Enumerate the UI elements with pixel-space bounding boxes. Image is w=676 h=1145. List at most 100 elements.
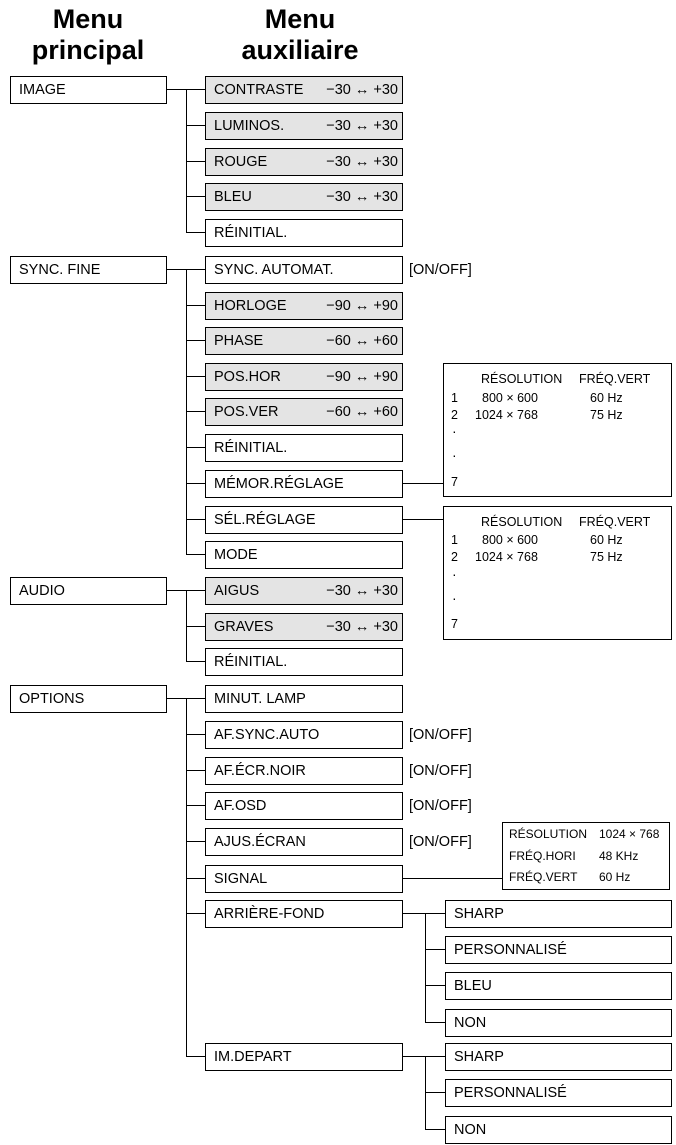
arriere-option-non[interactable]: NON [445,1009,672,1037]
item-arriere-fond[interactable]: ARRIÈRE-FOND [205,900,403,928]
connector [425,949,445,950]
item-label: GRAVES [214,619,274,635]
imdepart-option-non[interactable]: NON [445,1116,672,1144]
connector [186,841,205,842]
connector [186,1056,205,1057]
connector [425,1129,445,1130]
col-freq-vert: FRÉQ.VERT [579,515,651,529]
item-contraste[interactable]: CONTRASTE −30 ↔ +30 [205,76,403,104]
arriere-option-personnalise[interactable]: PERSONNALISÉ [445,936,672,964]
row-freq: 60 Hz [590,391,623,405]
arriere-option-sharp[interactable]: SHARP [445,900,672,928]
item-graves[interactable]: GRAVES −30 ↔ +30 [205,613,403,641]
connector [186,805,205,806]
memor-resolution-table: RÉSOLUTION FRÉQ.VERT 1 800 × 600 60 Hz 2… [443,363,672,497]
connector [186,626,205,627]
range-value: −30 ↔ +30 [326,583,398,599]
connector [186,913,205,914]
item-luminos[interactable]: LUMINOS. −30 ↔ +30 [205,112,403,140]
item-af-ecr-noir[interactable]: AF.ÉCR.NOIR [205,757,403,785]
row-resolution: 800 × 600 [482,533,538,547]
connector [186,554,205,555]
signal-hori-value: 48 KHz [599,849,639,863]
range-value: −30 ↔ +30 [326,189,398,205]
connector [425,985,445,986]
range-value: −90 ↔ +90 [326,369,398,385]
signal-vert-value: 60 Hz [599,870,631,884]
connector [403,913,445,914]
col-resolution: RÉSOLUTION [481,515,563,529]
connector [425,1092,445,1093]
item-sel-reglage[interactable]: SÉL.RÉGLAGE [205,506,403,534]
imdepart-option-personnalise[interactable]: PERSONNALISÉ [445,1079,672,1107]
row-resolution: 800 × 600 [482,391,538,405]
arriere-option-bleu[interactable]: BLEU [445,972,672,1000]
range-value: −90 ↔ +90 [326,298,398,314]
connector [186,305,205,306]
connector [186,269,187,555]
menu-image[interactable]: IMAGE [10,76,167,104]
connector [186,196,205,197]
af-sync-auto-option: [ON/OFF] [409,727,472,743]
main-menu-header-line1: Menu [52,4,124,34]
item-label: BLEU [214,189,252,205]
item-memor-reglage[interactable]: MÉMOR.RÉGLAGE [205,470,403,498]
item-rouge[interactable]: ROUGE −30 ↔ +30 [205,148,403,176]
item-phase[interactable]: PHASE −60 ↔ +60 [205,327,403,355]
aux-menu-header-line2: auxiliaire [241,35,359,65]
item-bleu[interactable]: BLEU −30 ↔ +30 [205,183,403,211]
signal-vert-label: FRÉQ.VERT [509,870,578,884]
connector [186,376,205,377]
row-freq: 75 Hz [590,550,623,564]
item-mode[interactable]: MODE [205,541,403,569]
item-aigus[interactable]: AIGUS −30 ↔ +30 [205,577,403,605]
item-ajus-ecran[interactable]: AJUS.ÉCRAN [205,828,403,856]
signal-hori-label: FRÉQ.HORI [509,849,576,863]
item-pos-hor[interactable]: POS.HOR −90 ↔ +90 [205,363,403,391]
connector [425,1056,426,1130]
connector [186,734,205,735]
item-sync-reset[interactable]: RÉINITIAL. [205,434,403,462]
range-value: −30 ↔ +30 [326,118,398,134]
last-row-number: 7 [451,475,458,489]
item-label: HORLOGE [214,298,287,314]
ellipsis-dot: · [452,423,457,439]
imdepart-option-sharp[interactable]: SHARP [445,1043,672,1071]
row-number: 1 [451,391,458,405]
connector [186,161,205,162]
connector [403,519,443,520]
connector [186,770,205,771]
connector [186,125,205,126]
item-image-reset[interactable]: RÉINITIAL. [205,219,403,247]
item-signal[interactable]: SIGNAL [205,865,403,893]
row-number: 1 [451,533,458,547]
sync-automat-option: [ON/OFF] [409,262,472,278]
item-label: ROUGE [214,154,268,170]
item-pos-ver[interactable]: POS.VER −60 ↔ +60 [205,398,403,426]
item-label: AIGUS [214,583,260,599]
item-label: PHASE [214,333,264,349]
item-af-sync-auto[interactable]: AF.SYNC.AUTO [205,721,403,749]
connector [186,340,205,341]
connector [403,483,443,484]
connector [186,661,205,662]
menu-sync-fine[interactable]: SYNC. FINE [10,256,167,284]
menu-audio[interactable]: AUDIO [10,577,167,605]
item-label: POS.HOR [214,369,281,385]
connector [186,519,205,520]
item-audio-reset[interactable]: RÉINITIAL. [205,648,403,676]
signal-res-value: 1024 × 768 [599,827,660,841]
item-sync-automat[interactable]: SYNC. AUTOMAT. [205,256,403,284]
menu-options[interactable]: OPTIONS [10,685,167,713]
signal-info-panel: RÉSOLUTION 1024 × 768 FRÉQ.HORI 48 KHz F… [502,822,670,890]
item-im-depart[interactable]: IM.DEPART [205,1043,403,1071]
item-label: LUMINOS. [214,118,285,134]
item-minut-lamp[interactable]: MINUT. LAMP [205,685,403,713]
item-horloge[interactable]: HORLOGE −90 ↔ +90 [205,292,403,320]
af-ecr-noir-option: [ON/OFF] [409,763,472,779]
col-resolution: RÉSOLUTION [481,372,563,386]
row-freq: 60 Hz [590,533,623,547]
range-value: −30 ↔ +30 [326,619,398,635]
item-af-osd[interactable]: AF.OSD [205,792,403,820]
main-menu-header-line2: principal [31,35,145,65]
